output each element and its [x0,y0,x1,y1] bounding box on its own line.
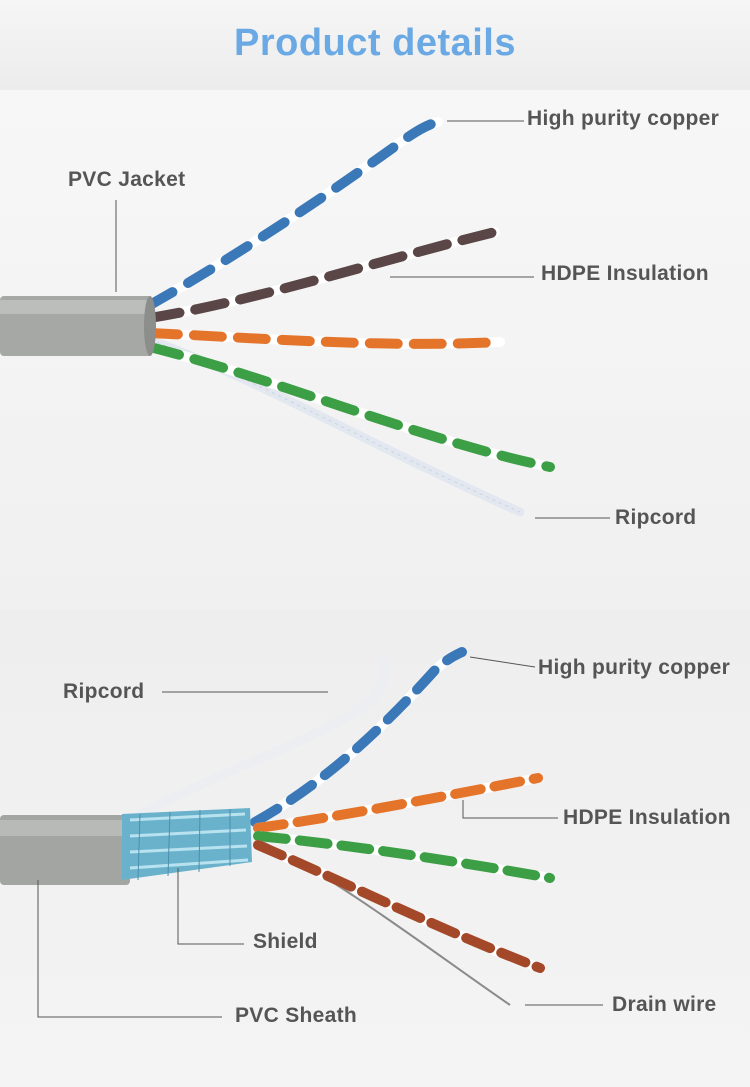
brown-pair [145,227,500,323]
label-high-purity-copper: High purity copper [527,107,720,130]
blue-pair [250,647,467,827]
label-hdpe-insulation: HDPE Insulation [541,262,709,285]
label-pvc-sheath: PVC Sheath [235,1004,358,1027]
label-pvc-jacket: PVC Jacket [68,168,186,191]
utp-cable-diagram [0,90,750,610]
shield-foil [122,808,252,881]
ftp-cable-illustration [0,647,603,1018]
orange-pair [253,773,543,833]
label-ripcord-bottom: Ripcord [63,680,145,703]
brown-pair [253,840,545,973]
orange-pair [145,328,505,349]
header: Product details [0,0,750,90]
page-title: Product details [234,22,516,64]
ripcord-strand [125,655,390,825]
leader-lines [115,120,610,519]
green-pair [145,342,555,472]
blue-pair [145,117,443,310]
label-high-purity-copper-bottom: High purity copper [538,656,731,679]
leader-lines [37,656,603,1018]
label-hdpe-insulation-bottom: HDPE Insulation [563,806,731,829]
green-pair [253,831,555,883]
label-drain-wire: Drain wire [612,993,717,1016]
utp-cable-illustration [0,117,610,519]
label-shield: Shield [253,930,318,953]
label-ripcord: Ripcord [615,506,697,529]
ftp-cable-diagram [0,610,750,1087]
